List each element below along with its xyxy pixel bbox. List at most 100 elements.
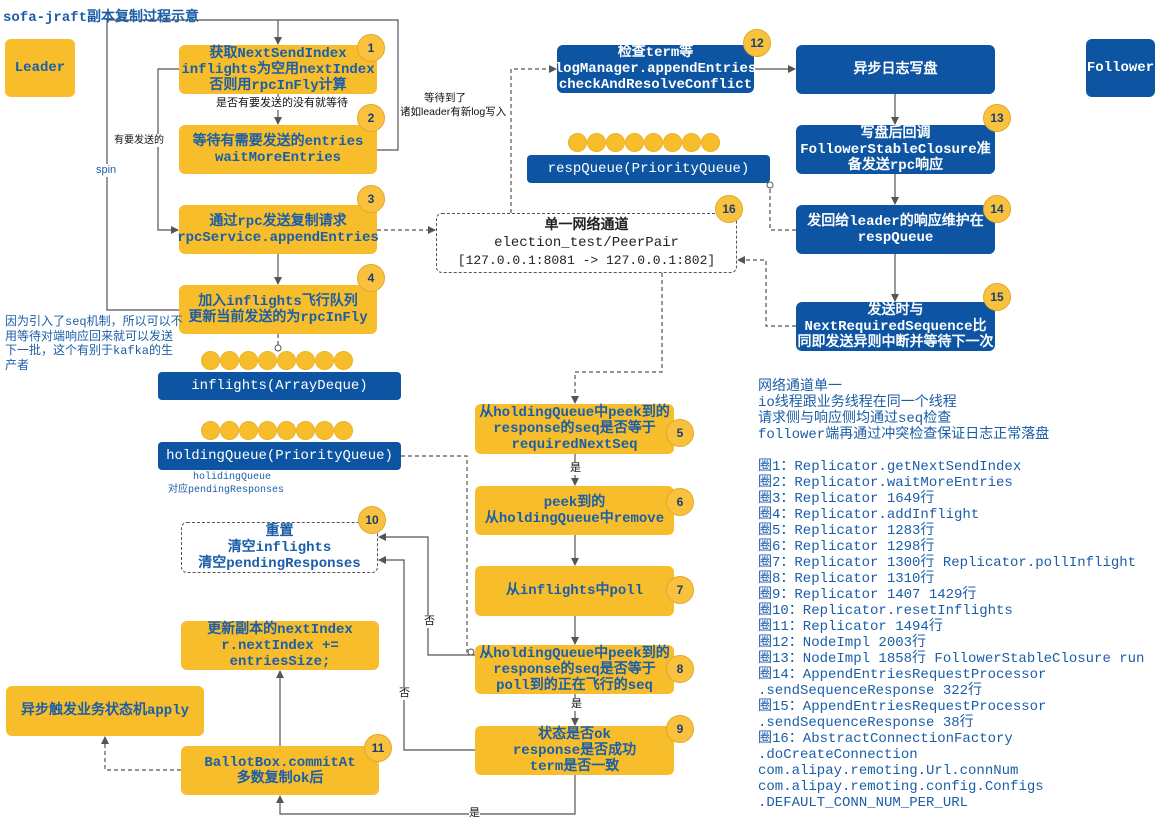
ref-line: 圈4：Replicator.addInflight: [758, 507, 980, 523]
box-line: 更新副本的nextIndex: [207, 621, 353, 638]
box-line: 异步日志写盘: [853, 61, 938, 78]
step-2-badge: 2: [357, 104, 385, 132]
step-line: 同即发送异则中断并等待下一次: [797, 334, 994, 351]
step-7-badge: 7: [666, 576, 694, 604]
ref-line: com.alipay.remoting.Url.connNum: [758, 763, 1019, 779]
ref-line: 圈3：Replicator 1649行: [758, 491, 935, 507]
edge-label-waited-example: 诸如leader有新log写入: [400, 106, 507, 118]
edge-16-to-12: [510, 65, 557, 213]
async-log-write-box: 异步日志写盘: [796, 45, 995, 94]
step-14-badge: 14: [983, 195, 1011, 223]
edge-label-has-entries: 有要发送的: [114, 134, 164, 147]
note-line: 用等待对端响应回来就可以发送: [5, 329, 174, 344]
step-line: peek到的: [543, 494, 606, 511]
ref-line: .DEFAULT_CONN_NUM_PER_URL: [758, 795, 969, 811]
step-13-stable-closure: 写盘后回调 FollowerStableClosure准 备发送rpc响应: [796, 125, 995, 174]
step-line: NextRequiredSequence比: [804, 318, 987, 335]
edge-label-yes: 是: [571, 698, 582, 711]
step-line: 写盘后回调: [860, 125, 931, 142]
step-line: checkAndResolveConflict: [558, 77, 753, 93]
follower-label: Follower: [1086, 60, 1155, 76]
queue-item: [334, 421, 353, 440]
edge-resp-endpoint: [766, 181, 774, 189]
step-4-add-inflight: 加入inflights飞行队列 更新当前发送的为rpcInFly: [179, 285, 377, 334]
edge-8-to-10: [378, 533, 475, 656]
step-line: FollowerStableClosure准: [800, 141, 991, 158]
ref-line: .sendSequenceResponse 38行: [758, 715, 974, 731]
queue-item: [201, 351, 220, 370]
step-12-badge: 12: [743, 29, 771, 57]
step-16-badge: 16: [715, 195, 743, 223]
step-16-network-channel: 单一网络通道 election_test/PeerPair [127.0.0.1…: [436, 213, 737, 273]
step-6-badge: 6: [666, 488, 694, 516]
queue-item: [277, 421, 296, 440]
resp-queue-items: [568, 133, 720, 152]
queue-item: [587, 133, 606, 152]
note-line: 产者: [5, 358, 30, 373]
step-11-commit-at: BallotBox.commitAt 多数复制ok后: [181, 746, 379, 795]
step-4-badge: 4: [357, 264, 385, 292]
edge-label-waited: 等待到了: [424, 92, 466, 104]
step-line: poll到的正在飞行的seq: [496, 677, 653, 694]
note-line: 因为引入了seq机制，所以可以不: [5, 315, 183, 329]
edge-14-to-resp: [769, 188, 796, 231]
source-reference-notes: 网络通道单一 io线程跟业务线程在同一个线程 请求侧与响应侧均通过seq检查 f…: [758, 379, 1144, 811]
step-line: response的seq是否等于: [493, 661, 656, 678]
step-7-poll-inflights: 从inflights中poll: [475, 566, 674, 616]
holding-note: 对应pendingResponses: [168, 485, 285, 496]
edge-9-to-10: [378, 556, 475, 751]
ref-line: 圈15：AppendEntriesRequestProcessor: [758, 699, 1047, 715]
step-3-send-append-entries: 通过rpc发送复制请求 rpcService.appendEntries: [177, 205, 379, 254]
notes-spacer: [758, 443, 1144, 459]
step-line: 从holdingQueue中remove: [484, 510, 665, 527]
step-line: 发回给leader的响应维护在: [807, 213, 984, 230]
step-8-badge: 8: [666, 655, 694, 683]
holding-queue-label: holdingQueue(PriorityQueue): [166, 448, 393, 464]
queue-item: [239, 351, 258, 370]
ref-line: 圈14：AppendEntriesRequestProcessor: [758, 667, 1047, 683]
ref-line: 圈5：Replicator 1283行: [758, 523, 935, 539]
queue-item: [296, 351, 315, 370]
step-line: 备发送rpc响应: [847, 157, 944, 174]
step-line: requiredNextSeq: [511, 437, 638, 453]
queue-item: [258, 421, 277, 440]
seq-mechanism-note: 因为引入了seq机制，所以可以不 用等待对端响应回来就可以发送 下一批，这个有别…: [5, 315, 183, 373]
queue-item: [201, 421, 220, 440]
edge-spin-4-to-1: [106, 19, 282, 311]
step-line: rpcService.appendEntries: [177, 229, 379, 246]
queue-item: [258, 351, 277, 370]
update-next-index-box: 更新副本的nextIndex r.nextIndex += entriesSiz…: [181, 621, 379, 670]
ref-line: 圈10：Replicator.resetInflights: [758, 603, 1013, 619]
queue-item: [701, 133, 720, 152]
queue-item: [296, 421, 315, 440]
step-14-resp-queue-maintain: 发回给leader的响应维护在 respQueue: [796, 205, 995, 254]
summary-line: 网络通道单一: [758, 379, 842, 395]
queue-item: [606, 133, 625, 152]
ref-line: 圈13：NodeImpl 1858行 FollowerStableClosure…: [758, 651, 1145, 667]
box-line: r.nextIndex +=: [221, 637, 339, 654]
step-line: 多数复制ok后: [236, 770, 324, 787]
ref-line: .doCreateConnection: [758, 747, 918, 763]
step-9-badge: 9: [666, 715, 694, 743]
step-11-badge: 11: [364, 734, 392, 762]
note-line: 下一批，这个有别于kafka的生: [5, 344, 174, 358]
step-1-badge: 1: [357, 34, 385, 62]
step-line: 通过rpc发送复制请求: [209, 213, 347, 230]
summary-line: io线程跟业务线程在同一个线程: [758, 395, 957, 411]
step-line: BallotBox.commitAt: [204, 754, 356, 771]
step-line: respQueue: [857, 229, 934, 246]
resp-queue: respQueue(PriorityQueue): [527, 155, 770, 183]
queue-item: [220, 351, 239, 370]
ref-line: .sendSequenceResponse 322行: [758, 683, 983, 699]
holding-note: holidingQueue: [193, 472, 272, 483]
step-line: 更新当前发送的为rpcInFly: [188, 309, 368, 326]
queue-item: [663, 133, 682, 152]
step-line: 检查term等: [617, 45, 694, 61]
step-line: waitMoreEntries: [214, 149, 342, 166]
follower-role-box: Follower: [1086, 39, 1155, 97]
step-line: 等待有需要发送的entries: [192, 133, 364, 150]
leader-label: Leader: [14, 60, 66, 76]
step-line: term是否一致: [529, 758, 620, 775]
step-2-wait-more-entries: 等待有需要发送的entries waitMoreEntries: [179, 125, 377, 174]
